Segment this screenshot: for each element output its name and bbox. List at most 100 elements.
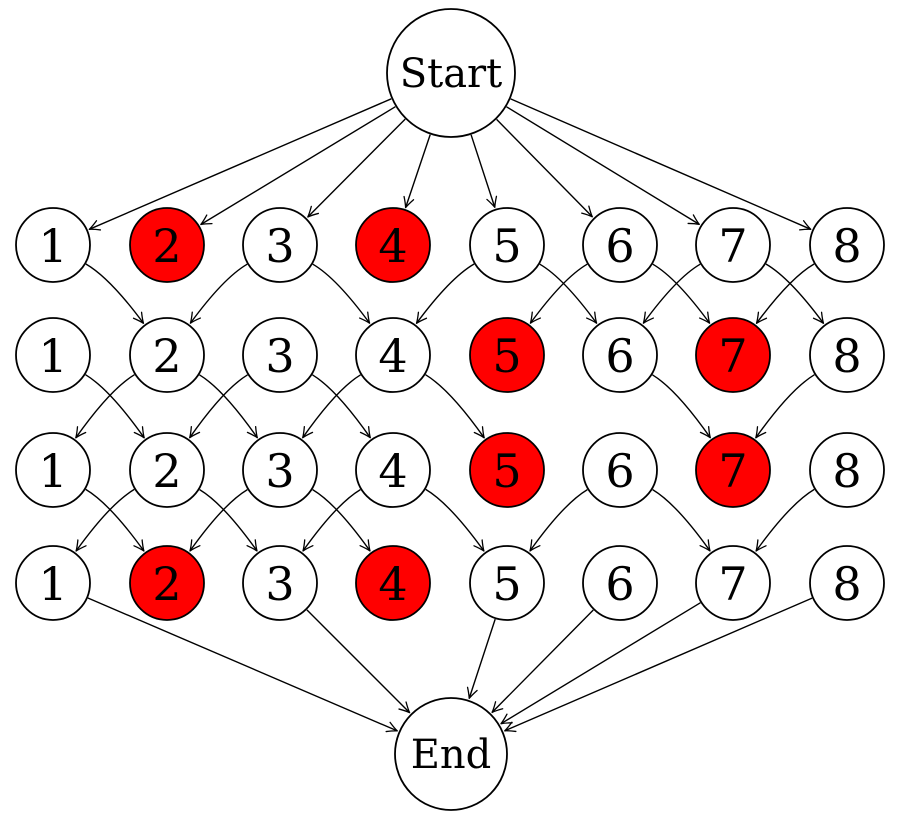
edge-r3c2-r4c1 <box>75 488 135 552</box>
node-circle-r4c8 <box>809 545 885 621</box>
node-label-start: Start <box>400 51 503 97</box>
node-r4c3: 3 <box>242 545 318 621</box>
node-circle-r1c6 <box>582 207 658 283</box>
edge-r1c3-r2c4 <box>312 263 371 324</box>
node-r2c3: 3 <box>242 317 318 393</box>
edge-r1c5-r2c6 <box>539 263 598 324</box>
node-r3c1: 1 <box>15 432 91 508</box>
node-label-r2c2: 2 <box>152 329 181 383</box>
node-r1c3: 3 <box>242 207 318 283</box>
node-r1c4: 4 <box>355 207 431 283</box>
edge-r1c3-r2c2 <box>189 263 248 324</box>
node-circle-r2c3 <box>242 317 318 393</box>
node-label-r4c7: 7 <box>718 557 747 611</box>
edge-r4c1-end <box>87 597 398 733</box>
edge-r3c4-r4c5 <box>425 488 485 552</box>
edge-r4c5-end <box>466 618 496 700</box>
edge-r4c7-end <box>500 602 701 725</box>
node-label-r3c2: 2 <box>152 444 181 498</box>
node-r2c8: 8 <box>809 317 885 393</box>
edge-r3c3-r4c4 <box>312 488 371 552</box>
node-circle-r1c4-red <box>355 207 431 283</box>
edge-r3c4-r4c3 <box>302 488 361 552</box>
edge-r2c6-r3c7 <box>652 374 711 439</box>
node-label-r3c4: 4 <box>378 444 407 498</box>
node-r1c5: 5 <box>469 207 545 283</box>
node-circle-r3c7-red <box>695 432 771 508</box>
node-label-r1c4: 4 <box>378 219 407 273</box>
node-r3c5: 5 <box>469 432 545 508</box>
edge-r4c6-end <box>491 609 594 714</box>
node-circle-r3c6 <box>582 432 658 508</box>
edge-r2c3-r3c4 <box>312 374 371 439</box>
node-r4c6: 6 <box>582 545 658 621</box>
edge-r1c7-r2c8 <box>765 263 825 324</box>
edge-r1c1-r2c2 <box>85 263 145 324</box>
node-label-r2c8: 8 <box>832 329 861 383</box>
node-circle-r3c5-red <box>469 432 545 508</box>
node-label-r3c6: 6 <box>605 444 634 498</box>
node-label-r3c7: 7 <box>718 444 747 498</box>
node-r3c6: 6 <box>582 432 658 508</box>
node-label-r2c7: 7 <box>718 329 747 383</box>
node-circle-r4c5 <box>469 545 545 621</box>
node-r2c1: 1 <box>15 317 91 393</box>
node-circle-r1c3 <box>242 207 318 283</box>
node-circle-r2c6 <box>582 317 658 393</box>
node-r3c4: 4 <box>355 432 431 508</box>
edge-r2c2-r3c1 <box>75 374 135 439</box>
node-r4c1: 1 <box>15 545 91 621</box>
edge-start-r1c1 <box>88 98 392 231</box>
edge-start-r1c6 <box>496 118 593 218</box>
node-label-end: End <box>411 732 492 778</box>
node-end: End <box>394 697 508 811</box>
node-circle-r1c1 <box>15 207 91 283</box>
node-circle-r4c4-red <box>355 545 431 621</box>
node-r4c2: 2 <box>129 545 205 621</box>
node-r1c7: 7 <box>695 207 771 283</box>
node-label-r4c4: 4 <box>378 557 407 611</box>
edge-r3c6-r4c7 <box>652 488 711 552</box>
edge-r3c2-r4c3 <box>199 488 258 552</box>
node-r4c4: 4 <box>355 545 431 621</box>
node-label-r4c1: 1 <box>38 557 67 611</box>
node-r4c7: 7 <box>695 545 771 621</box>
edge-r1c6-r2c5 <box>529 263 588 324</box>
node-r2c4: 4 <box>355 317 431 393</box>
node-r3c8: 8 <box>809 432 885 508</box>
node-circle-r4c7 <box>695 545 771 621</box>
edge-r3c1-r4c2 <box>85 488 145 552</box>
node-label-r1c3: 3 <box>265 219 294 273</box>
node-circle-r2c1 <box>15 317 91 393</box>
edge-r1c8-r2c7 <box>755 263 815 324</box>
node-r1c2: 2 <box>129 207 205 283</box>
edge-r1c6-r2c7 <box>652 263 711 324</box>
node-r1c8: 8 <box>809 207 885 283</box>
edge-r4c8-end <box>504 597 813 733</box>
node-r2c6: 6 <box>582 317 658 393</box>
node-circle-r4c6 <box>582 545 658 621</box>
node-circle-r3c1 <box>15 432 91 508</box>
node-circle-r1c2-red <box>129 207 205 283</box>
edge-start-r1c7 <box>506 106 700 226</box>
node-r3c7: 7 <box>695 432 771 508</box>
edge-r2c4-r3c3 <box>302 374 361 439</box>
node-r2c7: 7 <box>695 317 771 393</box>
node-circle-r1c5 <box>469 207 545 283</box>
node-label-r3c5: 5 <box>492 444 521 498</box>
node-label-r2c4: 4 <box>378 329 407 383</box>
edge-start-r1c8 <box>510 98 812 231</box>
node-label-r2c1: 1 <box>38 329 67 383</box>
node-label-r4c3: 3 <box>265 557 294 611</box>
node-r1c1: 1 <box>15 207 91 283</box>
edge-r1c5-r2c4 <box>415 263 475 324</box>
edge-r2c2-r3c3 <box>199 374 258 439</box>
node-label-r1c8: 8 <box>832 219 861 273</box>
node-circle-r4c2-red <box>129 545 205 621</box>
node-r3c3: 3 <box>242 432 318 508</box>
node-r3c2: 2 <box>129 432 205 508</box>
node-circle-start <box>386 8 516 138</box>
node-circle-end <box>394 697 508 811</box>
